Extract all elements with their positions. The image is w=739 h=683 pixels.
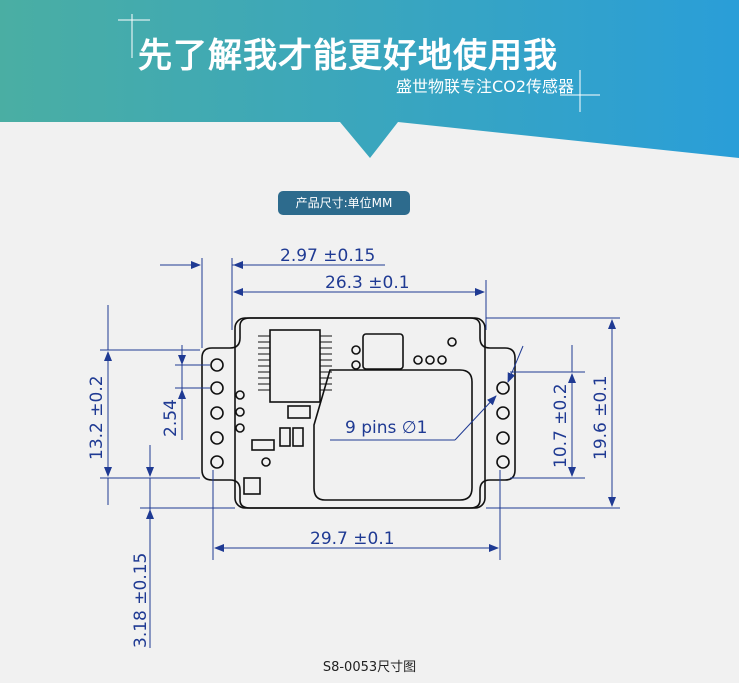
dim-total-width: 29.7 ±0.1 <box>310 529 395 549</box>
dimension-lines <box>100 258 620 648</box>
dim-pins: 9 pins ∅1 <box>345 418 427 438</box>
dim-pin-pitch: 2.54 <box>161 399 181 437</box>
section-label-badge: 产品尺寸:单位MM <box>278 191 410 215</box>
banner-background <box>0 0 739 158</box>
page-subtitle: 盛世物联专注CO2传感器 <box>396 77 574 96</box>
dim-pitch-offset: 2.97 ±0.15 <box>280 246 375 266</box>
drawing-caption: S8-0053尺寸图 <box>322 660 417 675</box>
dim-left-height: 13.2 ±0.2 <box>87 375 107 460</box>
dim-hole-span: 26.3 ±0.1 <box>325 273 410 293</box>
dim-total-height: 19.6 ±0.1 <box>591 375 611 460</box>
sensor-board <box>201 317 516 509</box>
dim-inner-height: 10.7 ±0.2 <box>551 383 571 468</box>
ic-pins <box>258 335 332 391</box>
dim-bottom-offset: 3.18 ±0.15 <box>131 553 151 648</box>
page-title: 先了解我才能更好地使用我 <box>138 36 558 76</box>
header-banner: 先了解我才能更好地使用我 盛世物联专注CO2传感器 <box>0 0 739 160</box>
